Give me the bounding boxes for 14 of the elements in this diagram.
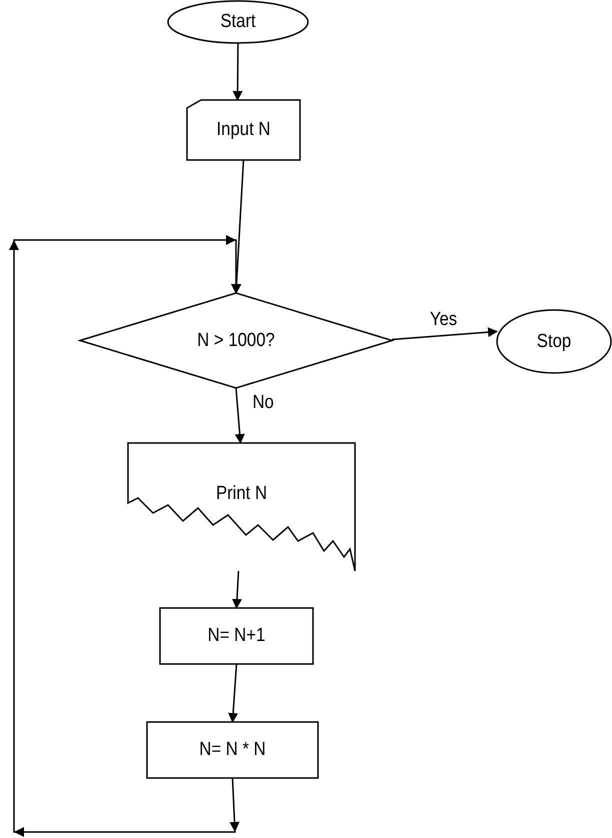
process-box <box>147 722 318 778</box>
node-label: N= N * N <box>198 739 267 761</box>
start-terminal <box>168 1 308 43</box>
node-label: Input N <box>216 119 272 141</box>
process-box <box>160 608 313 664</box>
manual-input-shape <box>187 100 300 160</box>
document-shape <box>128 443 355 571</box>
stop-terminal <box>497 310 611 373</box>
node-label: Print N <box>214 483 268 505</box>
node-label: N= N+1 <box>206 625 266 647</box>
decision-diamond <box>80 293 392 388</box>
node-label: Start <box>219 11 257 33</box>
node-label: Stop <box>536 330 572 352</box>
node-label: N > 1000? <box>196 330 276 352</box>
